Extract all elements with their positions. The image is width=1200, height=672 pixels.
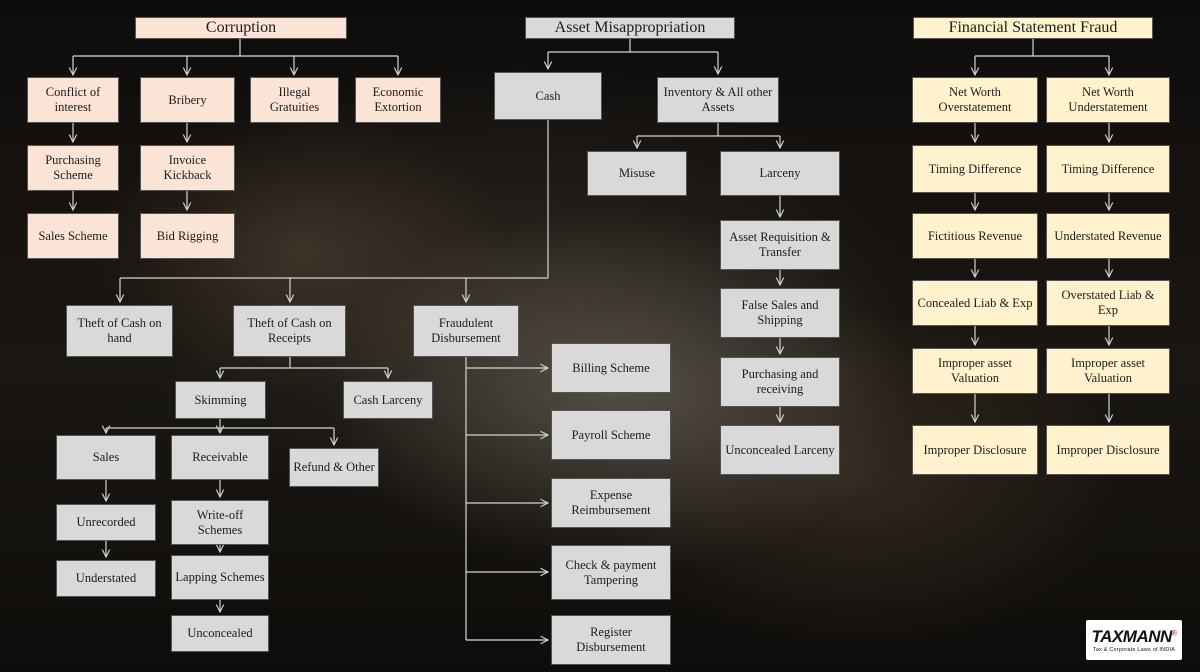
node-improper-asset-valuation-left: Improper asset Valuation bbox=[912, 348, 1038, 394]
node-unrecorded: Unrecorded bbox=[56, 504, 156, 541]
node-refund-other: Refund & Other bbox=[289, 448, 379, 487]
node-overstated-liab-exp: Overstated Liab & Exp bbox=[1046, 280, 1170, 326]
node-fraudulent-disbursement: Fraudulent Disbursement bbox=[413, 305, 519, 357]
node-net-worth-overstatement: Net Worth Overstatement bbox=[912, 77, 1038, 123]
node-understated: Understated bbox=[56, 560, 156, 597]
node-expense-reimbursement: Expense Reimbursement bbox=[551, 478, 671, 528]
node-larceny: Larceny bbox=[720, 151, 840, 196]
taxmann-logo: TAXMANN® Tax & Corporate Laws of INDIA bbox=[1086, 620, 1182, 660]
registered-mark: ® bbox=[1171, 629, 1177, 637]
corruption-title: Corruption bbox=[135, 17, 347, 39]
node-asset-requisition-transfer: Asset Requisition & Transfer bbox=[720, 220, 840, 270]
asset-misappropriation-title: Asset Misappropriation bbox=[525, 17, 735, 39]
node-unconcealed: Unconcealed bbox=[171, 615, 269, 652]
node-bribery: Bribery bbox=[140, 77, 235, 123]
node-sales: Sales bbox=[56, 435, 156, 480]
node-lapping-schemes: Lapping Schemes bbox=[171, 555, 269, 600]
node-illegal-gratuities: Illegal Gratuities bbox=[250, 77, 339, 123]
node-fictitious-revenue: Fictitious Revenue bbox=[912, 213, 1038, 259]
financial-statement-fraud-title: Financial Statement Fraud bbox=[913, 17, 1153, 39]
node-conflict-of-interest: Conflict of interest bbox=[27, 77, 119, 123]
taxmann-tagline: Tax & Corporate Laws of INDIA bbox=[1092, 646, 1176, 653]
node-improper-asset-valuation-right: Improper asset Valuation bbox=[1046, 348, 1170, 394]
node-bid-rigging: Bid Rigging bbox=[140, 213, 235, 259]
node-misuse: Misuse bbox=[587, 151, 687, 196]
node-unconcealed-larceny: Unconcealed Larceny bbox=[720, 425, 840, 475]
taxmann-brand: TAXMANN® bbox=[1091, 626, 1177, 646]
node-sales-scheme: Sales Scheme bbox=[27, 213, 119, 259]
node-receivable: Receivable bbox=[171, 435, 269, 480]
node-understated-revenue: Understated Revenue bbox=[1046, 213, 1170, 259]
node-inventory-other-assets: Inventory & All other Assets bbox=[657, 77, 779, 123]
node-purchasing-receiving: Purchasing and receiving bbox=[720, 357, 840, 407]
node-economic-extortion: Economic Extortion bbox=[355, 77, 441, 123]
node-improper-disclosure-right: Improper Disclosure bbox=[1046, 425, 1170, 475]
node-timing-difference-right: Timing Difference bbox=[1046, 145, 1170, 193]
node-theft-cash-on-receipts: Theft of Cash on Receipts bbox=[233, 305, 346, 357]
node-false-sales-shipping: False Sales and Shipping bbox=[720, 288, 840, 338]
node-write-off-schemes: Write-off Schemes bbox=[171, 500, 269, 545]
node-concealed-liab-exp: Concealed Liab & Exp bbox=[912, 280, 1038, 326]
node-check-payment-tampering: Check & payment Tampering bbox=[551, 545, 671, 600]
node-cash-larceny: Cash Larceny bbox=[343, 381, 433, 419]
node-theft-cash-on-hand: Theft of Cash on hand bbox=[66, 305, 173, 357]
node-payroll-scheme: Payroll Scheme bbox=[551, 410, 671, 460]
node-improper-disclosure-left: Improper Disclosure bbox=[912, 425, 1038, 475]
node-timing-difference-left: Timing Difference bbox=[912, 145, 1038, 193]
node-billing-scheme: Billing Scheme bbox=[551, 343, 671, 393]
node-cash: Cash bbox=[494, 72, 602, 120]
node-skimming: Skimming bbox=[175, 381, 266, 419]
node-register-disbursement: Register Disbursement bbox=[551, 615, 671, 665]
node-invoice-kickback: Invoice Kickback bbox=[140, 145, 235, 191]
node-net-worth-understatement: Net Worth Understatement bbox=[1046, 77, 1170, 123]
node-purchasing-scheme: Purchasing Scheme bbox=[27, 145, 119, 191]
